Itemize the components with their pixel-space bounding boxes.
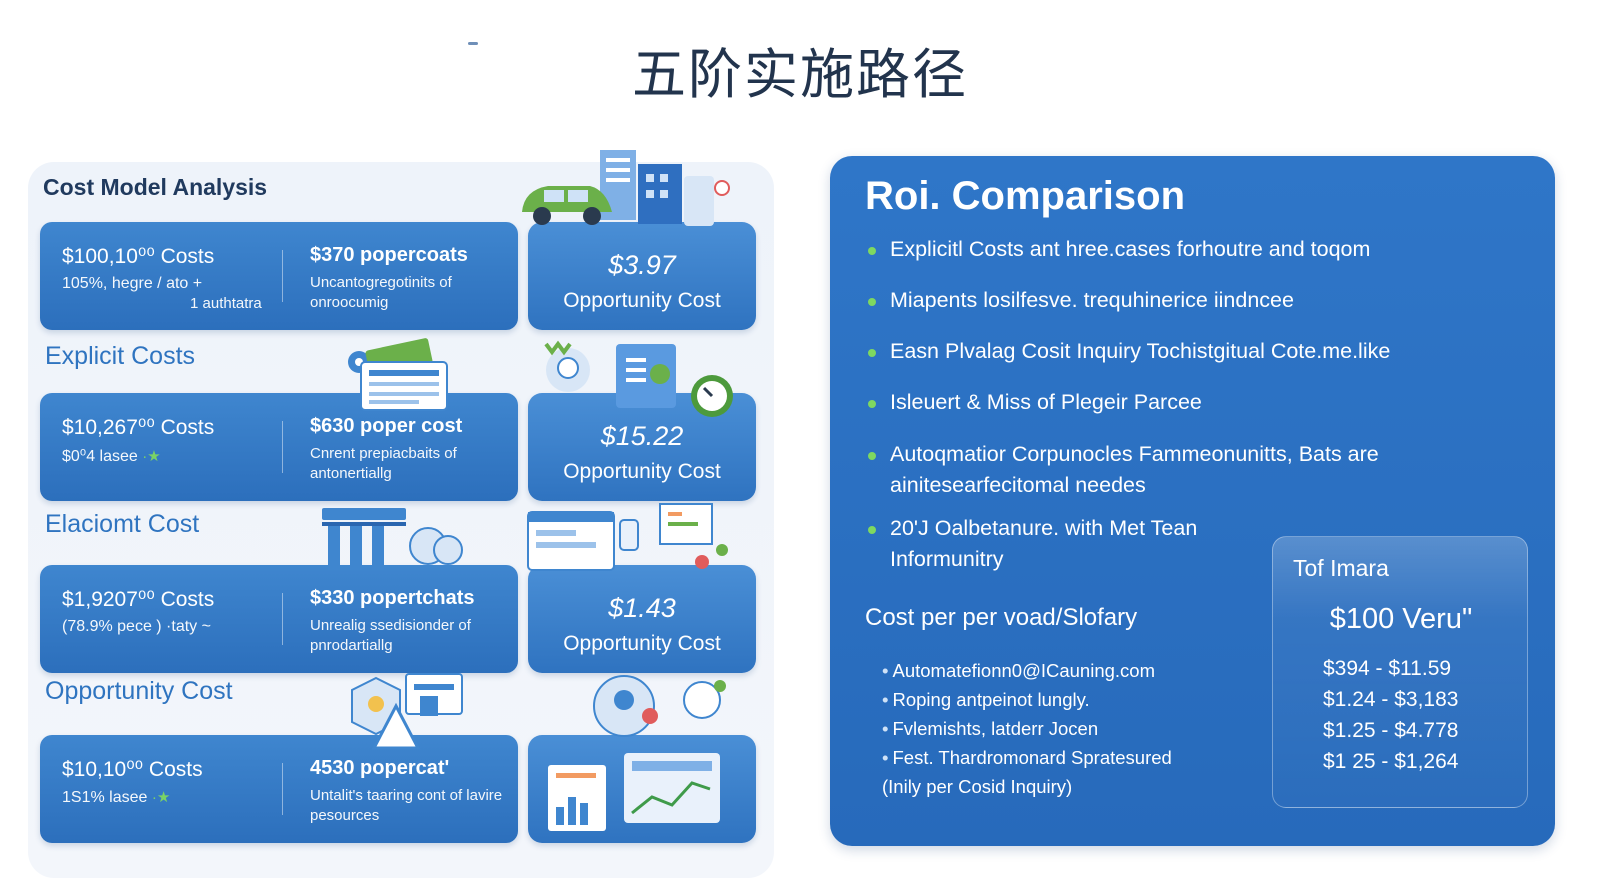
cost-total: $10,267⁰⁰ Costs — [62, 416, 215, 439]
summary-box-title: Tof Imara — [1293, 555, 1389, 581]
explicit-costs-heading: Explicit Costs — [45, 342, 196, 370]
page-title: 五阶实施路径 — [632, 43, 968, 106]
bullet-dot-icon — [868, 526, 876, 534]
analytics-people-icon — [593, 675, 726, 737]
cost-total: $100,10⁰⁰ Costs — [62, 245, 215, 268]
cost-model-heading: Cost Model Analysis — [43, 174, 268, 200]
cost-row-card[interactable]: $10,267⁰⁰ Costs $0⁰4 lasee ·★ $630 poper… — [40, 393, 518, 501]
opportunity-amount: $3.97 — [608, 250, 676, 280]
bullet-item: Miapents losilfesve. trequhinerice iindn… — [868, 285, 1528, 316]
bullet-dot-icon — [868, 452, 876, 460]
sub-list-item: Fvlemishts, latderr Jocen — [882, 714, 1172, 743]
cost-detail: (78.9% pece ) ·taty ~ — [62, 618, 211, 635]
bullet-dot-icon — [868, 247, 876, 255]
per-cost: $330 popertchats — [310, 587, 475, 609]
team-clock-icon — [544, 340, 733, 417]
cost-detail: $0⁰4 lasee ·★ — [62, 446, 282, 466]
shield-profile-icon — [351, 673, 463, 750]
divider — [282, 593, 283, 645]
per-cost-desc: Uncantogregotinits of onroocumig — [310, 274, 452, 311]
decorative-speck — [468, 42, 478, 45]
dashboard-icon — [548, 753, 720, 831]
sub-list-item: Fest. Thardromonard Spratesured — [882, 743, 1171, 772]
bullet-item: Explicitl Costs ant hree.cases forhoutre… — [868, 234, 1528, 265]
cost-detail-text: 1S1% lasee — [62, 789, 148, 806]
cost-total: $10,10⁰⁰ Costs — [62, 758, 203, 781]
sub-list-item: Automatefionn0@ICauning.com — [882, 656, 1172, 685]
cost-per-heading: Cost per per voad/Slofary — [865, 604, 1138, 631]
cost-row-card[interactable]: $10,10⁰⁰ Costs 1S1% lasee ·★ 4530 poperc… — [40, 735, 518, 843]
divider — [282, 250, 283, 302]
cost-row-card[interactable]: $1,9207⁰⁰ Costs (78.9% pece ) ·taty ~ $3… — [40, 565, 518, 673]
opportunity-label: Opportunity Cost — [563, 632, 721, 655]
opportunity-amount: $15.22 — [600, 421, 684, 451]
per-cost-desc: Unrealig ssedisionder of pnrodartiallg — [310, 617, 471, 654]
roi-title: Roi. Comparison — [865, 174, 1186, 218]
cost-detail-2: 1 authtatra — [190, 295, 262, 312]
building-cloud-icon — [322, 508, 463, 570]
per-cost-desc: Cnrent prepiacbaits of antonertiallg — [310, 445, 457, 482]
cost-detail-text: $0⁰4 lasee — [62, 448, 138, 465]
gear-card-icon — [348, 338, 448, 411]
opportunity-cost-heading: Opportunity Cost — [45, 677, 233, 705]
opportunity-cost-card[interactable]: $3.97 Opportunity Cost — [528, 222, 756, 330]
star-icon: ·★ — [142, 448, 161, 465]
per-cost: $370 popercoats — [310, 244, 468, 266]
star-icon: ·★ — [151, 789, 171, 806]
cost-total: $1,9207⁰⁰ Costs — [62, 588, 215, 611]
bullet-item: 20'J Oalbetanure. with Met Tean Informun… — [868, 513, 1198, 575]
car-city-icon — [522, 150, 730, 226]
range-item: $394 - $11.59 — [1323, 657, 1452, 680]
cost-detail: 105%, hegre / ato + — [62, 275, 203, 292]
summary-box-value: $100 Veru" — [1329, 603, 1473, 635]
cost-sub-list: Automatefionn0@ICauning.com Roping antpe… — [882, 656, 1172, 801]
per-cost: $630 poper cost — [310, 415, 463, 437]
elaciomt-cost-heading: Elaciomt Cost — [45, 510, 200, 538]
bullet-dot-icon — [868, 400, 876, 408]
bullet-item: Autoqmatior Corpunocles Fammeonunitts, B… — [868, 439, 1468, 501]
bullet-dot-icon — [868, 298, 876, 306]
browser-chart-icon — [527, 503, 728, 571]
per-cost-desc: Untalit's taaring cont of lavire pesourc… — [310, 787, 503, 824]
divider — [282, 421, 283, 473]
sub-list-note: (Inily per Cosid Inquiry) — [882, 776, 1073, 797]
bullet-item: Isleuert & Miss of Plegeir Parcee — [868, 387, 1528, 418]
cost-row-card[interactable]: $100,10⁰⁰ Costs 105%, hegre / ato + 1 au… — [40, 222, 518, 330]
sub-list-item: Roping antpeinot lungly. — [882, 685, 1172, 714]
opportunity-amount: $1.43 — [608, 593, 676, 623]
roi-comparison-panel: Roi. Comparison Explicitl Costs ant hree… — [830, 156, 1555, 846]
summary-box: Tof Imara $100 Veru" $394 - $11.59 $1.24… — [1272, 536, 1528, 808]
range-item: $1.25 - $4.778 — [1323, 719, 1459, 742]
range-item: $1 25 - $1,264 — [1323, 750, 1459, 773]
bullet-dot-icon — [868, 349, 876, 357]
opportunity-cost-card[interactable]: $1.43 Opportunity Cost — [528, 565, 756, 673]
range-item: $1.24 - $3,183 — [1323, 688, 1459, 711]
analytics-illustration-card — [528, 735, 756, 843]
range-list: $394 - $11.59 $1.24 - $3,183 $1.25 - $4.… — [1323, 653, 1458, 777]
opportunity-label: Opportunity Cost — [563, 289, 721, 312]
bullet-item: Easn Plvalag Cosit Inquiry Tochistgitual… — [868, 336, 1528, 367]
per-cost: 4530 popercat' — [310, 757, 450, 779]
divider — [282, 763, 283, 815]
opportunity-label: Opportunity Cost — [563, 460, 721, 483]
cost-detail: 1S1% lasee ·★ — [62, 788, 282, 807]
